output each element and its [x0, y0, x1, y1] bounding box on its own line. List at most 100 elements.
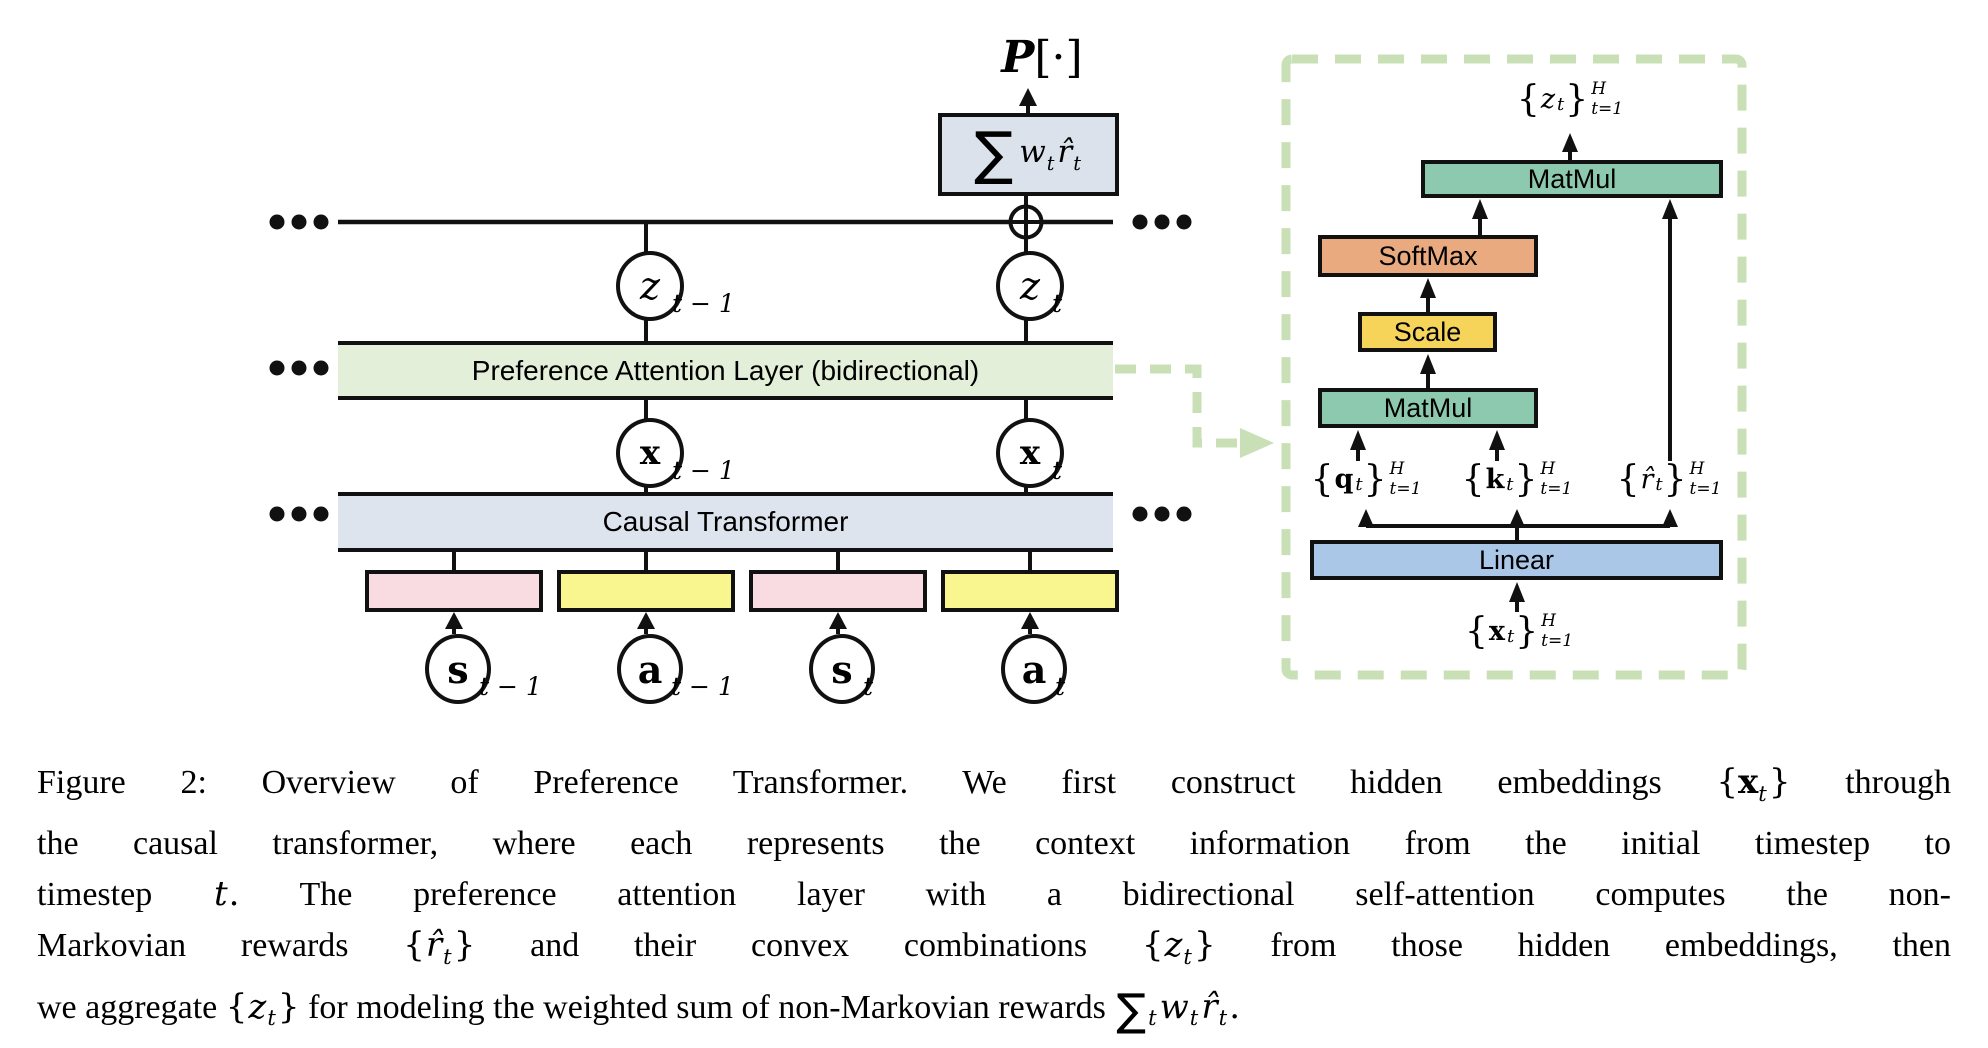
s-subscript-t: t	[863, 672, 874, 701]
x-symbol: x	[639, 433, 661, 473]
math-token: r̂	[1640, 464, 1654, 496]
caption-line: the causal transformer, where each repre…	[37, 819, 1951, 869]
math-token: H	[1389, 459, 1405, 479]
math-token: }	[1514, 458, 1538, 500]
math-token: t	[1506, 626, 1515, 648]
action-embedding-box-t-1	[557, 570, 735, 612]
math-token: t	[443, 943, 452, 969]
math-token: w	[1019, 134, 1046, 171]
token-input-arrows	[445, 612, 1039, 634]
caption-text: for modeling the weighted sum of non-Mar…	[299, 988, 1115, 1026]
matmul-label: MatMul	[1383, 392, 1473, 423]
caption-text: Markovian rewards	[37, 926, 404, 964]
caption-text: we aggregate	[37, 988, 226, 1026]
math-token: P	[1001, 32, 1035, 83]
action-embedding-box-t	[941, 570, 1119, 612]
z-symbol: z	[639, 264, 661, 308]
caption-text: and their convex combinations	[475, 926, 1142, 964]
z-circle-t-1: z t − 1	[616, 251, 735, 321]
x-circle-t: x t	[996, 418, 1064, 488]
z-subscript-t: t	[1052, 289, 1063, 318]
math-token: ∑	[974, 119, 1014, 188]
math-token: t	[1148, 1005, 1157, 1031]
math-token: {	[1464, 610, 1488, 652]
detail-panel-arrows	[1350, 133, 1678, 612]
math-token: t	[1557, 94, 1565, 116]
a-subscript-t-1: t − 1	[671, 672, 734, 701]
math-token: z	[248, 986, 267, 1027]
action-circle-t: a t	[1001, 634, 1067, 704]
state-embedding-box-t-1	[365, 570, 543, 612]
math-token: r̂	[1201, 986, 1218, 1027]
math-token: }	[277, 986, 300, 1027]
a-symbol: a	[637, 646, 663, 692]
math-token: }	[1768, 762, 1791, 802]
math-token: H	[1540, 459, 1556, 479]
math-token: t=1	[1591, 98, 1624, 119]
math-token: {	[1461, 458, 1485, 500]
math-token: z	[1540, 84, 1556, 116]
matmul-qk-box: MatMul	[1318, 388, 1538, 428]
prediction-arrow	[1019, 88, 1037, 113]
z-subscript-t-1: t − 1	[672, 289, 735, 318]
math-token: }	[1193, 924, 1216, 965]
math-token: H	[1591, 79, 1607, 99]
math-token: t	[1183, 943, 1192, 969]
matmul-output-box: MatMul	[1421, 160, 1723, 198]
scale-label: Scale	[1393, 316, 1462, 347]
math-token: t=1	[1541, 630, 1574, 651]
math-token: }	[1363, 458, 1387, 500]
caption-text: Figure 2: Overview of Preference Transfo…	[37, 764, 1717, 801]
x-subscript-t-1: t − 1	[672, 456, 735, 485]
math-token: H	[1541, 611, 1556, 631]
math-token: w	[1159, 986, 1189, 1027]
caption-line: we aggregate {zt} for modeling the weigh…	[37, 982, 1951, 1044]
preference-attention-layer-label: Preference Attention Layer (bidirectiona…	[471, 354, 980, 386]
math-token: {	[1716, 762, 1739, 802]
math-token: [·]	[1034, 32, 1083, 83]
math-token: q	[1334, 464, 1354, 496]
math-token: }	[1663, 458, 1687, 500]
math-token: {	[1310, 458, 1334, 500]
caption-text: The preference attention layer with a bi…	[239, 875, 1951, 913]
math-token: t	[1506, 474, 1514, 496]
s-symbol: s	[447, 646, 469, 692]
math-token: }	[453, 924, 476, 965]
math-token: H	[1689, 459, 1705, 479]
dashed-arrow	[1115, 364, 1274, 458]
math-token: k	[1485, 464, 1505, 496]
caption-text: the causal transformer, where each repre…	[37, 824, 1951, 862]
math-token: t=1	[1689, 478, 1722, 499]
causal-transformer-band: Causal Transformer	[338, 492, 1113, 552]
a-subscript-t: t	[1055, 672, 1066, 701]
z-circle-t: z t	[996, 251, 1064, 321]
math-token: .	[228, 873, 240, 914]
math-token: t	[1758, 780, 1767, 806]
math-token: t	[1046, 151, 1055, 175]
matmul-label: MatMul	[1527, 163, 1617, 194]
ellipsis-dots-left	[269, 214, 329, 522]
caption-line: timestep t. The preference attention lay…	[37, 869, 1951, 920]
math-token: }	[1515, 610, 1539, 652]
math-token: t	[213, 873, 228, 914]
math-token: x	[1738, 762, 1759, 802]
linear-box: Linear	[1310, 540, 1723, 580]
math-token: t	[267, 1005, 276, 1031]
ellipsis-dots-right	[1132, 214, 1192, 522]
math-token: t	[1355, 474, 1363, 496]
scale-box: Scale	[1358, 312, 1497, 352]
action-circle-t-1: a t − 1	[617, 634, 734, 704]
math-token: t=1	[1389, 478, 1422, 499]
